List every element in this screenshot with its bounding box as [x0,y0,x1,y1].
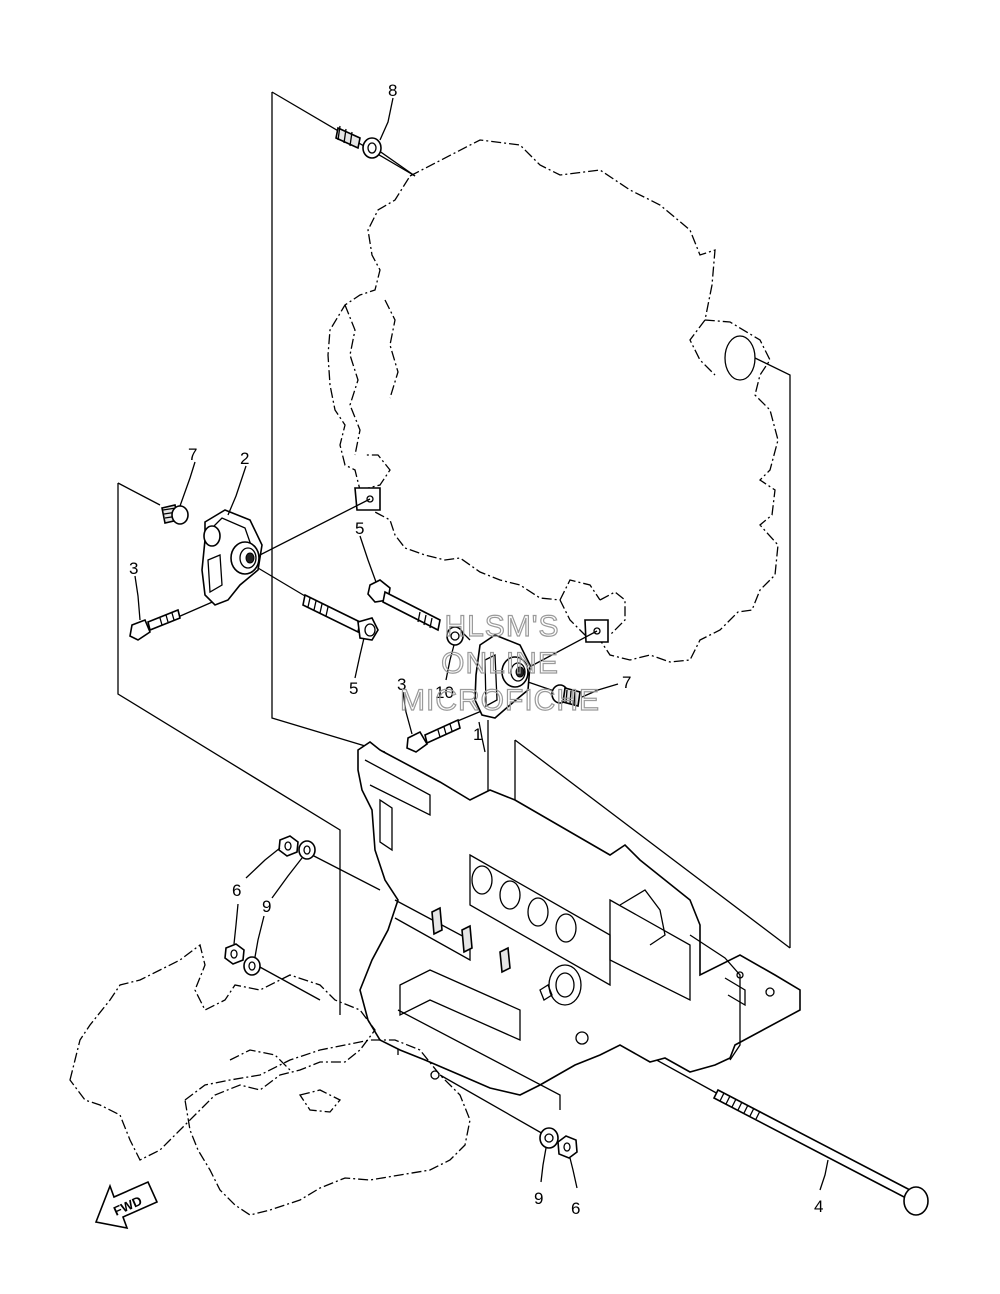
callout-6-upper: 6 [232,881,241,900]
callout-5-upper: 5 [355,519,364,538]
engine-mount-tab-left [354,487,381,511]
callout-5-lower: 5 [349,679,358,698]
watermark-line-3: MICROFICHE [400,684,600,717]
callout-10: 10 [435,683,454,702]
part-7-stopper-right [551,684,581,708]
callout-7-right: 7 [622,673,631,692]
fwd-arrow-icon: FWD [94,1180,159,1230]
part-3-bolt-right [406,718,461,753]
part-3-bolt-left [129,608,181,641]
part-4-long-bolt [712,1088,929,1216]
callout-1: 1 [473,725,482,744]
part-9-washer-upper [298,840,316,860]
callout-2: 2 [240,449,249,468]
callout-8: 8 [388,81,397,100]
lower-phantom-outline [69,943,471,1216]
callout-3-right: 3 [397,675,406,694]
part-1-engine-mount-right [474,634,531,719]
part-10-nut [446,626,464,646]
engine-outline [327,139,779,663]
callout-7-left: 7 [188,445,197,464]
callout-3-left: 3 [129,559,138,578]
engine-bracket-frame [357,741,801,1110]
part-6-nut-middle [224,943,245,965]
callout-labels: 8 7 2 3 5 5 10 3 7 1 6 9 9 6 4 [129,81,823,1218]
part-7-stopper-left [161,504,189,525]
part-9-washer-lower [539,1127,559,1149]
watermark-line-2: ONLINE [441,647,559,680]
part-8-pivot-bolt [335,125,382,159]
part-5-bolt-right [367,579,441,632]
part-5-through-bolt-left [302,593,379,641]
watermark-line-1: HLSM'S [444,610,559,643]
callout-6-lower: 6 [571,1199,580,1218]
callout-9-upper: 9 [262,897,271,916]
callout-leaders [134,97,829,1191]
part-6-nut-lower [557,1135,578,1159]
callout-4: 4 [814,1197,823,1216]
callout-9-lower: 9 [534,1189,543,1208]
part-9-washer-middle [243,956,261,976]
watermark: HLSM'S ONLINE MICROFICHE [399,609,600,717]
part-6-nut-upper [278,835,299,857]
part-2-engine-mount-left [201,509,263,606]
